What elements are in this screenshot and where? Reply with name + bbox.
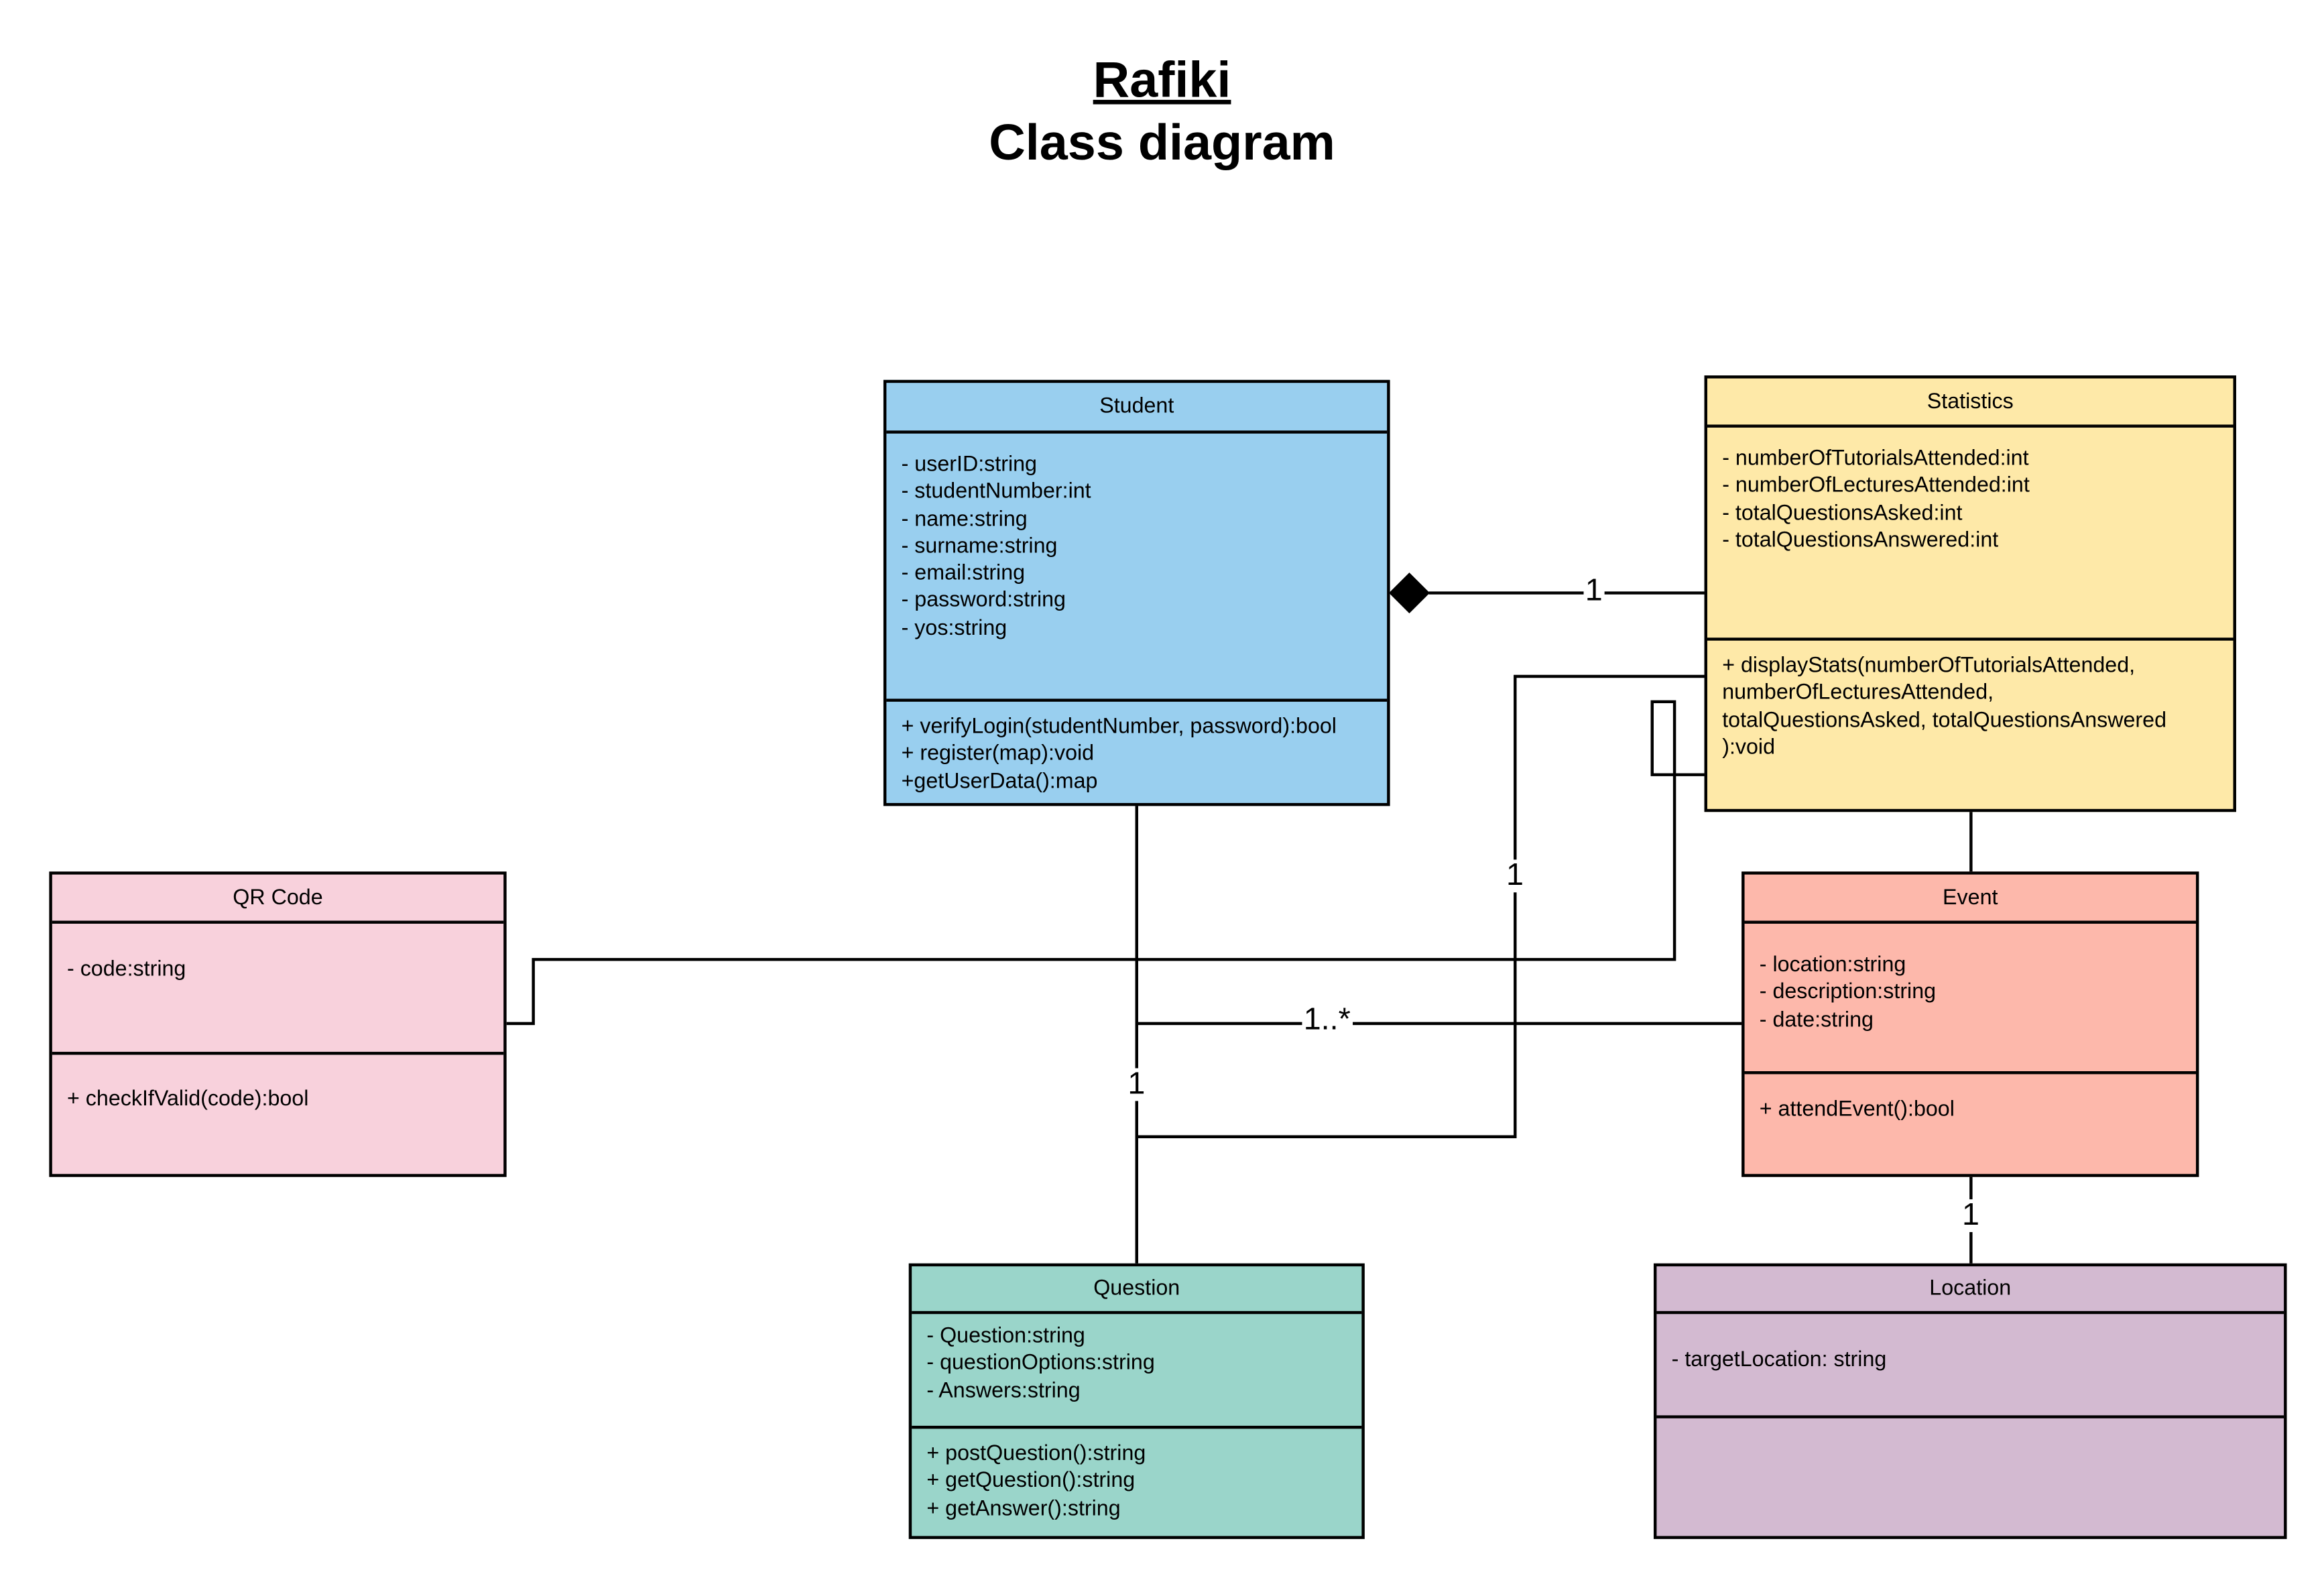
- class-member: - password:string: [901, 589, 1066, 613]
- class-member: - yos:string: [901, 616, 1007, 641]
- class-member: - surname:string: [901, 534, 1058, 559]
- class-member: + displayStats(numberOfTutorialsAttended…: [1722, 654, 2136, 678]
- class-location-operations: [1656, 1415, 2284, 1536]
- class-member: + getQuestion():string: [926, 1469, 1136, 1494]
- class-student-attributes: - userID:string - studentNumber:int - name…: [886, 434, 1387, 699]
- class-event[interactable]: Event - location:string - description:str…: [1741, 871, 2199, 1177]
- connector-statistics-question: [1136, 674, 1706, 1138]
- class-member: + postQuestion():string: [926, 1442, 1146, 1466]
- class-qr-code-operations: + checkIfValid(code):bool: [52, 1052, 504, 1174]
- class-member: - totalQuestionsAsked:int: [1722, 501, 1963, 526]
- class-location[interactable]: Location - targetLocation: string: [1653, 1263, 2287, 1539]
- class-statistics[interactable]: Statistics - numberOfTutorialsAttended:i…: [1704, 375, 2236, 812]
- multiplicity-student-question: 1: [1126, 1067, 1147, 1101]
- class-member: - code:string: [67, 958, 186, 982]
- class-student-operations: + verifyLogin(studentNumber, password):b…: [886, 698, 1388, 803]
- class-statistics-attributes: - numberOfTutorialsAttended:int - numberO…: [1707, 428, 2234, 637]
- class-student-name: Student: [886, 383, 1388, 434]
- multiplicity-student-statistics: 1: [1583, 574, 1604, 608]
- class-member: + attendEvent():bool: [1759, 1097, 1955, 1122]
- class-location-attributes: - targetLocation: string: [1656, 1314, 2284, 1415]
- class-member: +getUserData():map: [901, 770, 1098, 794]
- class-student[interactable]: Student - userID:string - studentNumber:i…: [883, 379, 1390, 806]
- class-event-name: Event: [1744, 875, 2196, 924]
- class-member: - targetLocation: string: [1671, 1348, 1887, 1372]
- class-member: - totalQuestionsAnswered:int: [1722, 528, 1999, 553]
- class-event-attributes: - location:string - description:string - d…: [1745, 924, 2196, 1071]
- class-question[interactable]: Question - Question:string- questionOpti…: [908, 1263, 1365, 1539]
- connector-statistics-self: [506, 700, 1706, 1026]
- class-member: - numberOfLecturesAttended:int: [1722, 474, 2030, 498]
- class-member: + register(map):void: [901, 742, 1095, 767]
- class-question-name: Question: [912, 1266, 1362, 1315]
- multiplicity-event-location: 1: [1960, 1199, 1981, 1233]
- class-member: - studentNumber:int: [901, 480, 1091, 504]
- class-member: - numberOfTutorialsAttended:int: [1722, 446, 2029, 471]
- class-member: + verifyLogin(studentNumber, password):b…: [901, 715, 1337, 739]
- diagram-title: Rafiki: [1093, 52, 1231, 109]
- class-member: - name:string: [901, 507, 1028, 532]
- multiplicity-student-event: 1..*: [1302, 1003, 1352, 1037]
- class-statistics-name: Statistics: [1707, 379, 2234, 428]
- class-question-attributes: - Question:string- questionOptions:strin…: [912, 1314, 1361, 1426]
- multiplicity-statistics-question: 1: [1504, 859, 1526, 893]
- class-member: - location:string: [1759, 953, 1906, 977]
- class-member: + getAnswer():string: [926, 1496, 1121, 1521]
- class-qr-code-name: QR Code: [52, 875, 504, 924]
- diagram-subtitle: Class diagram: [989, 115, 1335, 172]
- class-member: ):void: [1722, 735, 1776, 760]
- class-member: - email:string: [901, 562, 1026, 586]
- class-member: - userID:string: [901, 452, 1037, 477]
- class-member: - description:string: [1759, 981, 1937, 1005]
- class-event-operations: + attendEvent():bool: [1744, 1071, 2196, 1174]
- class-member: - questionOptions:string: [926, 1351, 1155, 1376]
- class-member: - Question:string: [926, 1324, 1085, 1349]
- class-member: - Answers:string: [926, 1379, 1081, 1403]
- composition-diamond-icon: [1389, 572, 1430, 614]
- class-statistics-operations: + displayStats(numberOfTutorialsAttended…: [1707, 637, 2234, 809]
- class-qr-code-attributes: - code:string: [52, 924, 503, 1052]
- class-location-name: Location: [1656, 1266, 2284, 1315]
- class-question-operations: + postQuestion():string + getQuestion():s…: [912, 1425, 1362, 1536]
- class-member: + checkIfValid(code):bool: [67, 1087, 309, 1111]
- class-member: numberOfLecturesAttended,: [1722, 681, 1994, 705]
- class-qr-code[interactable]: QR Code - code:string + checkIfValid(cod…: [49, 871, 507, 1177]
- class-member: - date:string: [1759, 1008, 1874, 1032]
- class-member: totalQuestionsAsked, totalQuestionsAnswe…: [1722, 709, 2167, 733]
